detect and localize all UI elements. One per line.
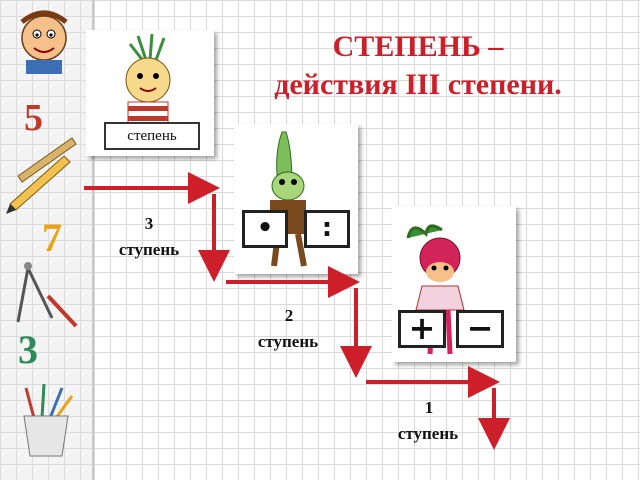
title-line-1: СТЕПЕНЬ – xyxy=(332,30,504,63)
ruler-icon xyxy=(17,137,77,183)
step-3-label: ступень xyxy=(118,240,180,259)
multiply-sign-box: • xyxy=(242,210,288,248)
pencil-cup-icon xyxy=(23,383,74,457)
step-3-number: 3 xyxy=(144,214,154,233)
cartoon-character-icon xyxy=(20,10,68,74)
degree-label: степень xyxy=(104,122,200,150)
minus-sign-box: − xyxy=(456,310,504,348)
beet-girl-icon xyxy=(406,224,465,355)
step-2-label: ступень xyxy=(257,332,319,351)
margin-digit-5: 5 xyxy=(24,97,43,139)
page-title: СТЕПЕНЬ – действия III степени. xyxy=(218,28,618,104)
margin-digit-3: 3 xyxy=(18,327,38,372)
divide-sign-box: : xyxy=(304,210,350,248)
title-line-2: действия III степени. xyxy=(274,68,562,101)
card-step-3-character xyxy=(234,124,358,274)
step-1-number: 1 xyxy=(424,398,434,417)
cucumber-man-icon xyxy=(270,131,307,267)
margin-digit-7: 7 xyxy=(42,215,62,260)
compass-icon xyxy=(16,262,78,328)
step-2-number: 2 xyxy=(284,306,294,325)
plus-sign-box: + xyxy=(398,310,446,348)
step-1-label: ступень xyxy=(397,424,459,443)
margin-decorations xyxy=(6,10,78,457)
pencil-icon xyxy=(6,155,71,214)
left-margin-strip xyxy=(0,0,92,480)
